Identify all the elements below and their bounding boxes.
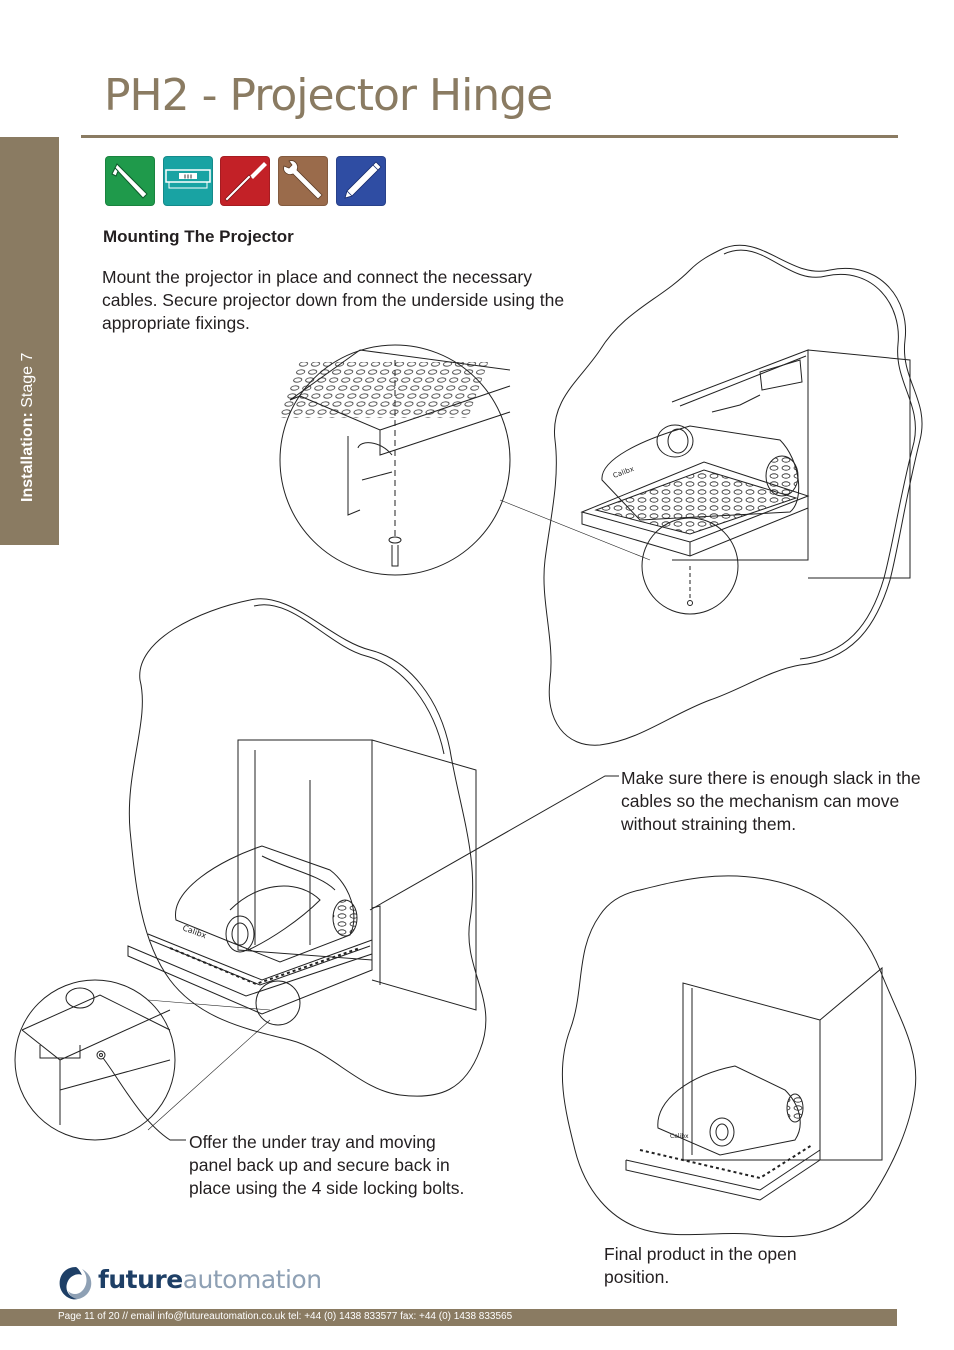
- leader-slack: [369, 775, 619, 911]
- spanner-icon: [278, 156, 328, 206]
- screwdriver-icon: [220, 156, 270, 206]
- leader-tray: [102, 1057, 186, 1141]
- wall-cutout-top: [543, 244, 923, 746]
- side-tab: Installation: Stage 7: [0, 137, 59, 545]
- projector-brand-main: Calibx: [181, 923, 208, 940]
- logo-wordmark-bold: future: [98, 1265, 183, 1294]
- spirit-level-icon: IIIIII: [163, 156, 213, 206]
- pencil-icon: [336, 156, 386, 206]
- logo-swirl-icon: [59, 1267, 92, 1300]
- callout-cable-slack: Make sure there is enough slack in the c…: [621, 768, 921, 834]
- spirit-level-label: IIIIII: [184, 175, 193, 181]
- section-heading: Mounting The Projector: [103, 227, 294, 246]
- detail-bolt-circle: [14, 979, 271, 1141]
- page-title: PH2 - Projector Hinge: [104, 70, 553, 121]
- callout-final-product: Final product in the open position.: [604, 1244, 797, 1287]
- logo-wordmark: futureautomation: [98, 1265, 322, 1294]
- wall-cutout-final: [561, 875, 917, 1238]
- intro-paragraph: Mount the projector in place and connect…: [102, 267, 565, 333]
- projector-brand-final: Calibx: [670, 1133, 689, 1140]
- projector-brand-top: Calibx: [612, 465, 635, 480]
- detail-fixing-circle: [277, 344, 651, 576]
- allen-key-icon: [105, 156, 155, 206]
- footer-bar: Page 11 of 20 // email info@futureautoma…: [0, 1309, 897, 1326]
- callout-under-tray: Offer the under tray and moving panel ba…: [189, 1132, 465, 1198]
- title-divider: [81, 135, 898, 138]
- company-logo: futureautomation: [56, 1263, 322, 1301]
- logo-wordmark-light: automation: [182, 1265, 322, 1294]
- wall-cutout-main: [127, 598, 487, 1097]
- footer-text: Page 11 of 20 // email info@futureautoma…: [58, 1311, 513, 1322]
